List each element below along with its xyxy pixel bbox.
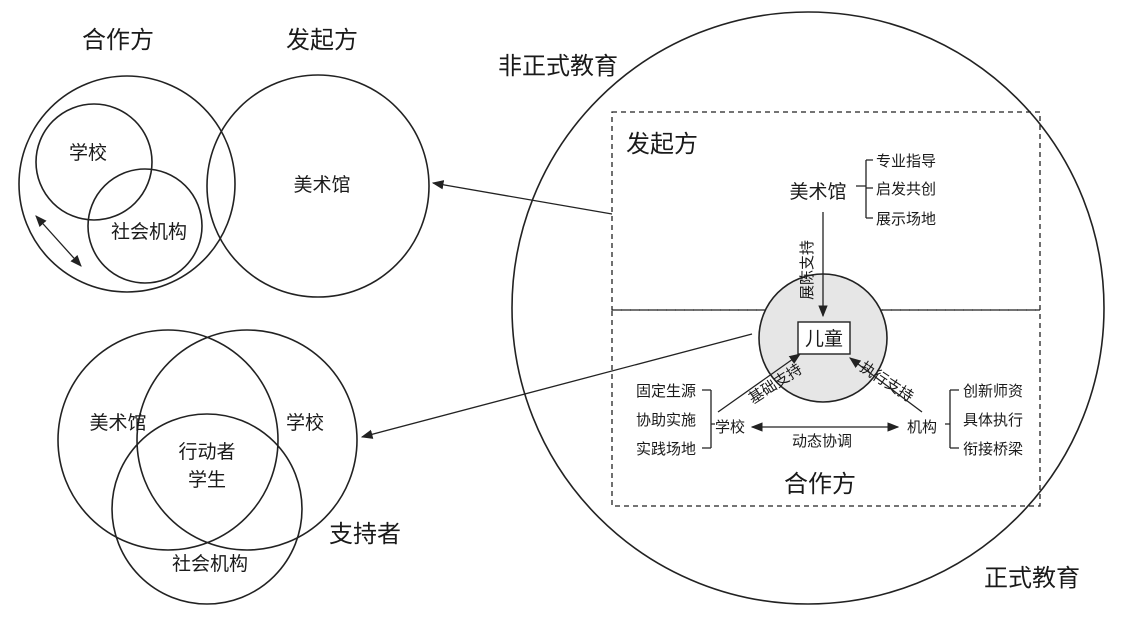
venn-center-line1: 行动者 bbox=[178, 441, 235, 463]
venn-school-text: 学校 bbox=[286, 412, 324, 434]
school-circle bbox=[35, 103, 153, 221]
museum-circle bbox=[206, 74, 430, 298]
school-text: 学校 bbox=[69, 142, 107, 164]
museum-item-3: 展示场地 bbox=[876, 210, 936, 228]
org-bracket bbox=[945, 389, 959, 449]
education-system-group: 非正式教育 正式教育 发起方 合作方 美术馆 专业指导 启发共创 展示场地 儿童… bbox=[498, 11, 1105, 605]
child-to-venn-arrow bbox=[360, 333, 753, 439]
venn-center-line2: 学生 bbox=[188, 469, 226, 491]
venn-museum-circle bbox=[57, 329, 279, 551]
partner-section-label: 合作方 bbox=[784, 470, 856, 498]
informal-education-label: 非正式教育 bbox=[498, 52, 618, 80]
partner-dashed-box bbox=[611, 309, 1041, 507]
initiator-label: 发起方 bbox=[286, 26, 358, 54]
partner-initiator-group: 合作方 发起方 学校 社会机构 美术馆 bbox=[18, 26, 430, 298]
museum-node: 美术馆 bbox=[789, 181, 846, 203]
supporter-label: 支持者 bbox=[329, 520, 401, 548]
museum-text: 美术馆 bbox=[293, 174, 350, 196]
formal-education-label: 正式教育 bbox=[984, 564, 1080, 592]
social-org-text: 社会机构 bbox=[111, 221, 187, 243]
venn-social-org-circle bbox=[111, 413, 303, 605]
school-item-3: 实践场地 bbox=[636, 440, 696, 458]
school-item-2: 协助实施 bbox=[636, 411, 696, 429]
partner-label: 合作方 bbox=[82, 26, 154, 54]
social-org-circle bbox=[87, 168, 203, 284]
org-item-2: 具体执行 bbox=[963, 411, 1023, 429]
child-box bbox=[797, 321, 851, 355]
museum-item-2: 启发共创 bbox=[876, 180, 936, 198]
bidirectional-arrow bbox=[35, 215, 82, 267]
museum-item-1: 专业指导 bbox=[876, 152, 936, 170]
child-text: 儿童 bbox=[805, 328, 843, 350]
org-node: 机构 bbox=[907, 418, 937, 436]
initiator-section-label: 发起方 bbox=[626, 130, 698, 158]
school-item-1: 固定生源 bbox=[636, 382, 696, 400]
venn-museum-text: 美术馆 bbox=[89, 412, 146, 434]
org-item-3: 衔接桥梁 bbox=[963, 440, 1023, 458]
basic-support-arrow bbox=[717, 353, 801, 413]
org-item-1: 创新师资 bbox=[963, 382, 1023, 400]
outer-circle bbox=[511, 11, 1105, 605]
supporter-venn-group: 美术馆 学校 行动者 学生 社会机构 支持者 bbox=[57, 329, 401, 605]
venn-school-circle bbox=[136, 329, 358, 551]
school-node: 学校 bbox=[715, 418, 745, 436]
execution-support-arrow bbox=[849, 357, 923, 413]
initiator-to-museum-arrow bbox=[431, 180, 613, 215]
school-bracket bbox=[702, 389, 715, 449]
partner-circle bbox=[18, 75, 236, 293]
venn-social-org-text: 社会机构 bbox=[172, 553, 248, 575]
museum-bracket bbox=[856, 159, 873, 219]
dynamic-coordination-label: 动态协调 bbox=[792, 432, 852, 450]
exhibition-support-label: 展陈支持 bbox=[798, 240, 816, 300]
